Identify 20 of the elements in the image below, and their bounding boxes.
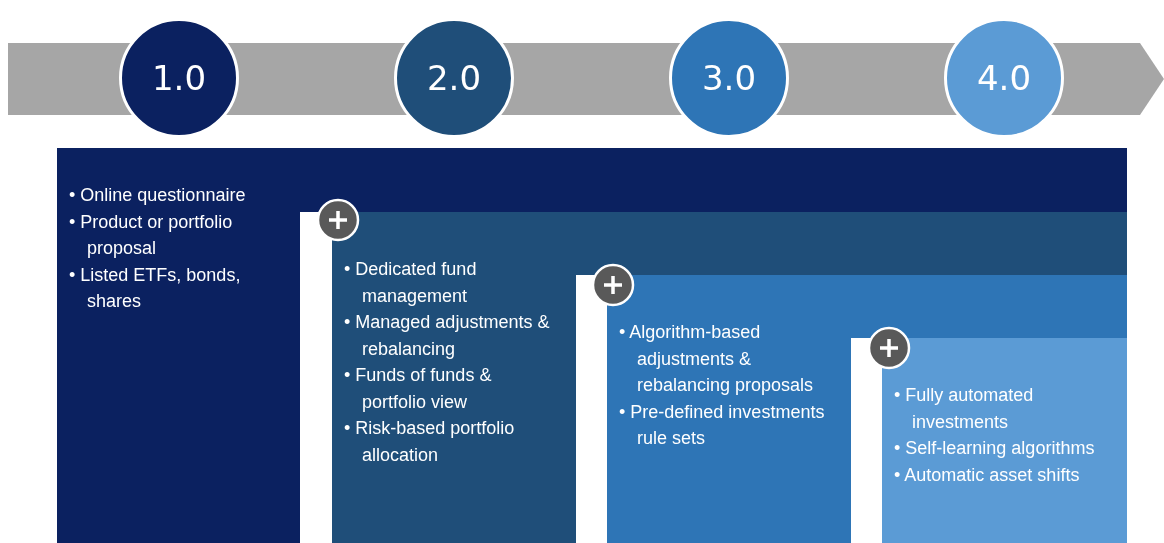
feature-panel [851,338,1127,543]
version-circle: 2.0 [394,18,514,138]
bullet-item: • Self-learning algorithms [894,437,1096,460]
bullet-item: • Funds of funds & portfolio view [344,364,493,414]
bullet-item: • Managed adjustments & rebalancing [344,311,551,361]
bullet-item: • Pre-defined investments rule sets [619,400,826,450]
bullet-item: • Fully automated investments [894,384,1035,434]
bullet-item: • Dedicated fund management [344,258,478,308]
version-circle: 4.0 [944,18,1064,138]
bullet-item: • Product or portfolio proposal [69,210,234,260]
bullet-item: • Risk-based portfolio allocation [344,417,516,467]
feature-panel [576,275,1127,543]
version-circle: 1.0 [119,18,239,138]
bullet-item: • Automatic asset shifts [894,463,1081,487]
feature-panel [300,212,1127,543]
bullet-item: • Algorithm-based adjustments & rebalancing proposals [619,321,815,397]
feature-panel [57,148,1127,543]
bullet-item: • Listed ETFs, bonds, shares [69,263,242,313]
bullet-item: • Online questionnaire [69,184,247,207]
version-circle: 3.0 [669,18,789,138]
